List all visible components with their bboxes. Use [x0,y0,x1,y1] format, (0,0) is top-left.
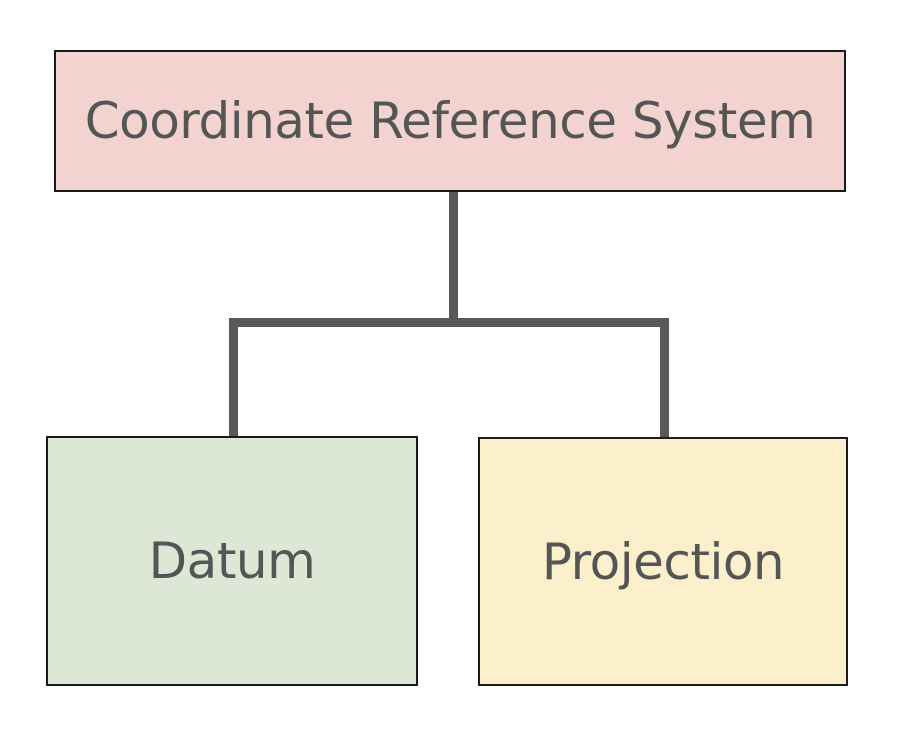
node-datum[interactable]: Datum [46,436,418,686]
node-coordinate-reference-system[interactable]: Coordinate Reference System [54,50,846,192]
horizontal-bus-connector [229,318,669,327]
trunk-connector [449,191,458,322]
projection-connector [660,318,669,438]
node-label-datum: Datum [148,532,316,590]
node-projection[interactable]: Projection [478,437,848,686]
node-label-coordinate-reference-system: Coordinate Reference System [84,92,816,150]
datum-connector [229,318,238,438]
node-label-projection: Projection [541,532,785,591]
